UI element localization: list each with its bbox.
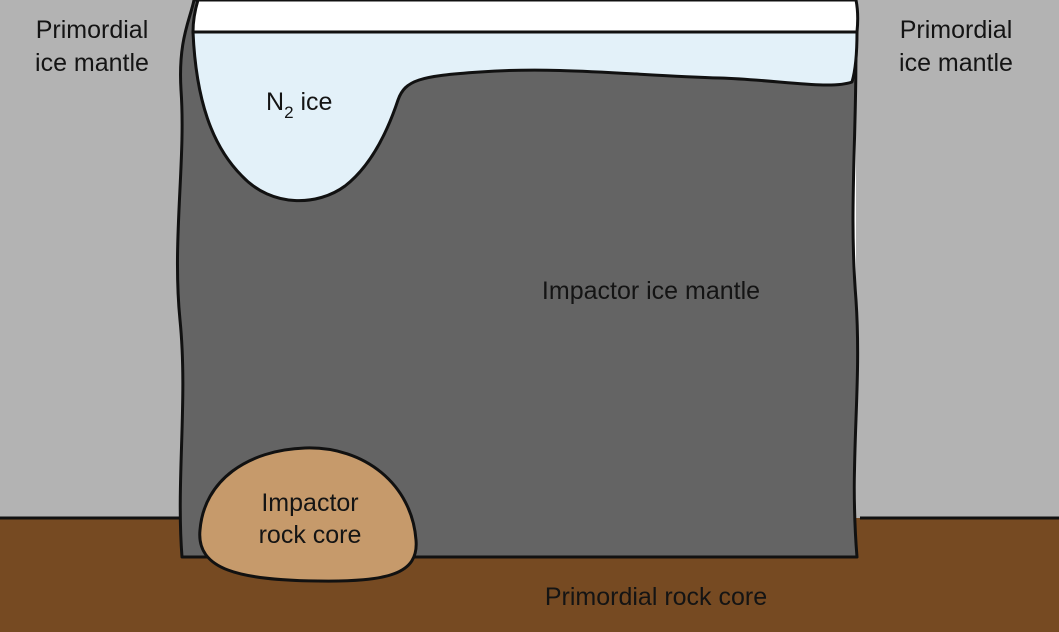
label-primordial-ice-mantle-right-line2: ice mantle [899,49,1013,77]
label-primordial-rock-core: Primordial rock core [545,583,767,611]
n2-ice-region [191,30,859,202]
label-n2-ice-main: N [266,88,284,116]
primordial-ice-mantle-right-region [856,0,1059,518]
label-impactor-rock-core-line2: rock core [259,521,362,549]
label-n2-ice-suffix: ice [294,88,333,116]
label-impactor-rock-core-line1: Impactor [261,489,358,517]
label-primordial-ice-mantle-left-line1: Primordial [36,16,149,44]
impactor-rock-core-region [198,446,418,583]
label-primordial-ice-mantle-left-line2: ice mantle [35,49,149,77]
label-impactor-ice-mantle: Impactor ice mantle [542,277,760,305]
primordial-ice-mantle-left-region [0,0,193,518]
label-primordial-ice-mantle-right-line1: Primordial [900,16,1013,44]
label-n2-ice-subscript: 2 [284,103,293,122]
surface-cap-region [191,0,860,34]
label-n2-ice: N2 ice [266,88,332,122]
